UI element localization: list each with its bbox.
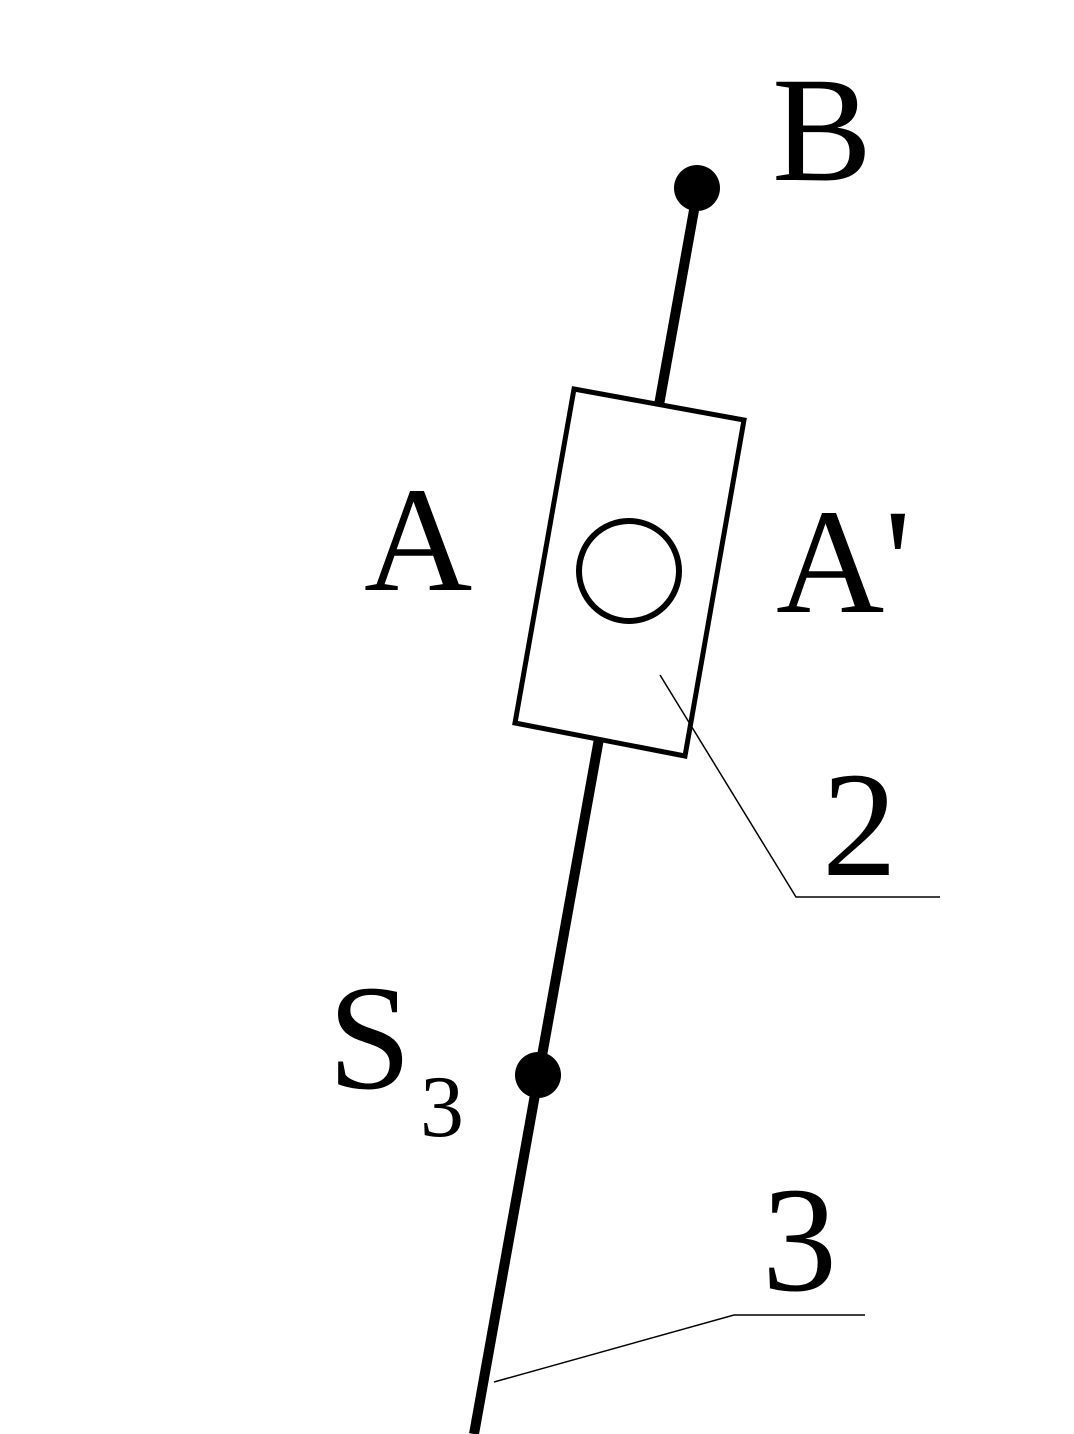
leader-line-3	[493, 1314, 865, 1383]
slider-block-2	[512, 386, 747, 759]
label-b: B	[772, 47, 872, 213]
leader-line-2	[659, 674, 940, 898]
pivot-circle	[576, 518, 682, 624]
joint-s3-dot	[515, 1052, 561, 1098]
joint-b-dot	[674, 165, 720, 211]
label-a-prime: A'	[776, 479, 911, 645]
link-bar-3	[469, 187, 703, 1434]
callout-number-2: 2	[822, 742, 897, 908]
label-a: A	[364, 457, 472, 623]
label-s-subscript: 3	[420, 1059, 464, 1156]
callout-number-3: 3	[762, 1157, 837, 1323]
label-s: S	[328, 955, 411, 1121]
